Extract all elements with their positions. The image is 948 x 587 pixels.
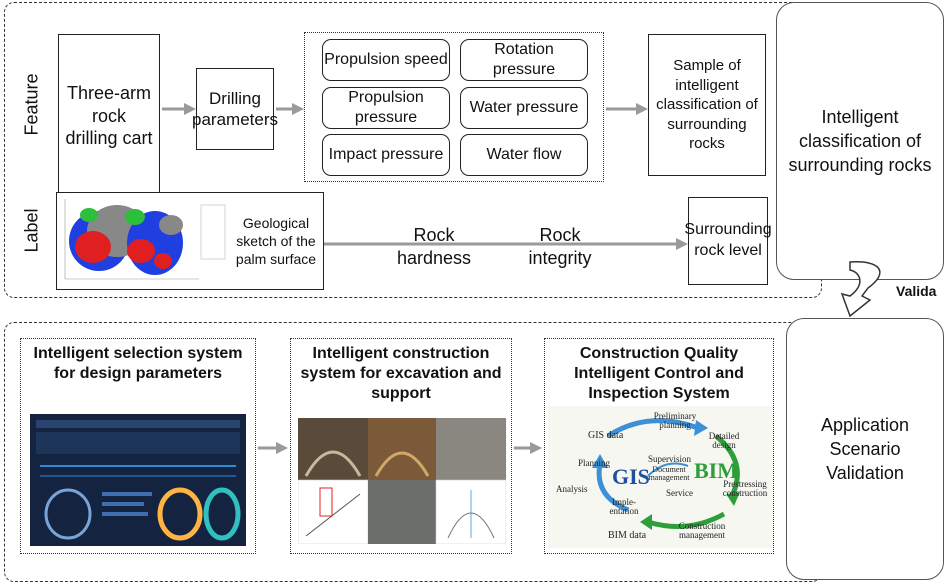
- detailed-design-text: Detailed design: [708, 431, 740, 451]
- param-propulsion-pressure-text: Propulsion pressure: [348, 89, 424, 126]
- gis-label-text: GIS: [612, 464, 650, 489]
- panel-excavation-support: [290, 338, 512, 554]
- panel2-title: Intelligent construction system for exca…: [292, 344, 510, 404]
- bim-label: BIM: [694, 458, 738, 484]
- rock-level-box: Surrounding rock level: [684, 197, 772, 285]
- gis-bim-cycle-diagram: GIS BIM GIS data Preliminary planning De…: [548, 406, 772, 548]
- service-text: Service: [666, 488, 693, 498]
- analysis-label: Analysis: [556, 484, 588, 494]
- param-impact-pressure: Impact pressure: [322, 134, 450, 176]
- rock-integrity-label: Rock integrity: [528, 225, 592, 268]
- row-label-feature-text: Feature: [21, 72, 42, 136]
- rock-hardness-label: Rock hardness: [396, 225, 472, 268]
- panel1-title: Intelligent selection system for design …: [22, 344, 254, 384]
- rock-blob-red: [75, 231, 111, 263]
- panel1-title-text: Intelligent selection system for design …: [33, 345, 243, 382]
- panel3-title: Construction Quality Intelligent Control…: [546, 344, 772, 404]
- cycle-arc-blue-top: [606, 418, 699, 439]
- bim-data-label: BIM data: [608, 530, 646, 541]
- param-impact-pressure-text: Impact pressure: [328, 146, 444, 163]
- cycle-arc-blue-left: [596, 463, 630, 513]
- supervision-text: Supervision: [648, 454, 692, 464]
- bim-data-text: BIM data: [608, 530, 647, 541]
- param-rotation-pressure: Rotation pressure: [460, 39, 588, 81]
- document-management-label: Document management: [644, 465, 694, 483]
- implementation-label: Imple- entation: [602, 497, 646, 517]
- planning-label: Planning: [578, 458, 610, 468]
- drill-cart-text: Three-arm rock drilling cart: [65, 83, 153, 149]
- drilling-parameters-group: [304, 32, 604, 182]
- intelligent-classification-text: Intelligent classification of surroundin…: [788, 106, 932, 176]
- rock-blob-red-3: [154, 253, 172, 269]
- param-propulsion-speed: Propulsion speed: [322, 39, 450, 81]
- analysis-text: Analysis: [556, 484, 588, 494]
- detailed-design-label: Detailed design: [704, 431, 744, 451]
- excavation-photo-collage: [297, 418, 507, 545]
- document-management-text: Document management: [648, 465, 690, 483]
- gis-label: GIS: [612, 464, 650, 490]
- cycle-arc-green-right: [714, 434, 740, 498]
- design-dashboard-screenshot: [30, 414, 246, 546]
- cycle-inner-arc: [647, 462, 689, 477]
- param-water-flow-text: Water flow: [486, 146, 562, 163]
- bim-label-text: BIM: [694, 458, 738, 483]
- row-label-label-text: Label: [21, 207, 42, 253]
- prestressing-construction-label: Prestressing construction: [718, 479, 772, 499]
- validation-label-text: Valida: [896, 283, 937, 299]
- prestressing-construction-text: Prestressing construction: [722, 479, 768, 499]
- param-propulsion-pressure: Propulsion pressure: [322, 87, 450, 129]
- sketch-legend: [200, 204, 226, 260]
- panel3-title-text: Construction Quality Intelligent Control…: [574, 345, 744, 402]
- rock-level-text: Surrounding rock level: [684, 221, 772, 259]
- sample-box: Sample of intelligent classification of …: [648, 34, 766, 176]
- geo-caption-text: Geological sketch of the palm surface: [235, 214, 317, 268]
- gis-data-text: GIS data: [588, 430, 624, 441]
- param-water-flow: Water flow: [460, 134, 588, 176]
- application-validation-box: Application Scenario Validation: [786, 318, 944, 580]
- geological-sketch-box: Geological sketch of the palm surface: [56, 192, 324, 290]
- sample-text: Sample of intelligent classification of …: [656, 57, 758, 153]
- geological-sketch-image: [59, 195, 231, 287]
- drilling-params-text: Drilling parameters: [192, 88, 278, 129]
- panel-design-parameters: [20, 338, 256, 554]
- panel-quality-control: [544, 338, 774, 554]
- intelligent-classification-box: Intelligent classification of surroundin…: [776, 2, 944, 280]
- panel2-title-text: Intelligent construction system for exca…: [300, 345, 502, 402]
- validation-label: Valida: [896, 283, 936, 299]
- rock-hardness-text: Rock hardness: [384, 224, 484, 269]
- param-water-pressure: Water pressure: [460, 87, 588, 129]
- rock-blob-green-2: [125, 209, 145, 225]
- construction-management-text: Construction management: [678, 521, 726, 541]
- rock-integrity-text: Rock integrity: [510, 224, 610, 269]
- planning-text: Planning: [578, 458, 611, 468]
- param-rotation-pressure-text: Rotation pressure: [492, 41, 556, 78]
- drill-cart-box: Three-arm rock drilling cart: [58, 34, 160, 198]
- rock-blob-green: [80, 208, 98, 222]
- preliminary-planning-label: Preliminary planning: [648, 411, 702, 431]
- application-validation-text: Application Scenario Validation: [820, 414, 910, 484]
- implementation-text: Imple- entation: [609, 497, 639, 517]
- param-water-pressure-text: Water pressure: [469, 99, 579, 116]
- rock-blob-gray-2: [159, 215, 183, 235]
- preliminary-planning-text: Preliminary planning: [653, 411, 697, 431]
- gis-data-label: GIS data: [588, 430, 623, 441]
- drilling-params-box: Drilling parameters: [192, 68, 278, 150]
- service-label: Service: [666, 488, 693, 498]
- cycle-arc-green-bottom: [647, 511, 726, 529]
- supervision-label: Supervision: [648, 454, 691, 464]
- construction-management-label: Construction management: [672, 521, 732, 541]
- rock-blob-red-right: [127, 239, 155, 263]
- param-propulsion-speed-text: Propulsion speed: [324, 51, 448, 68]
